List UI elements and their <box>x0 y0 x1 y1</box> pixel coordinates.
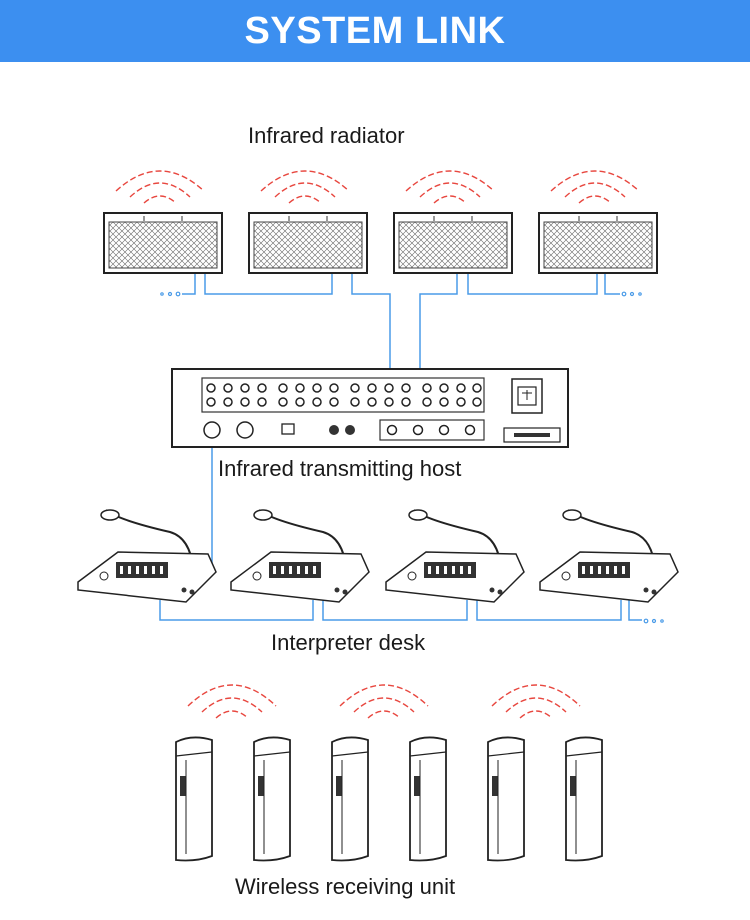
link-radiator-2-host <box>351 274 391 412</box>
signal-wave-icon <box>260 170 350 204</box>
label-interpreter-desk: Interpreter desk <box>271 630 426 655</box>
signal-wave-icon <box>115 170 205 204</box>
receiver-row <box>175 736 603 862</box>
power-socket-icon <box>511 378 543 414</box>
signal-wave-icon <box>187 684 277 719</box>
receiver-unit-icon <box>487 736 525 862</box>
infrared-radiator-icon <box>393 170 513 274</box>
receiver-unit-icon <box>565 736 603 862</box>
header-banner: SYSTEM LINK <box>0 0 750 62</box>
link-desk-3-4 <box>476 600 622 621</box>
infrared-radiator-icon <box>248 170 368 274</box>
link-desk-1-2 <box>159 600 314 621</box>
link-radiator-1 <box>182 274 196 295</box>
signal-wave-icon <box>491 684 581 719</box>
transmitting-host-icon <box>171 368 569 448</box>
receiver-signal-waves <box>187 684 581 719</box>
page-title: SYSTEM LINK <box>244 9 506 52</box>
label-transmitting-host: Infrared transmitting host <box>218 456 462 481</box>
host-connector-panel <box>206 383 482 407</box>
interpreter-desk-icon <box>385 509 525 603</box>
interpreter-desk-icon <box>77 509 217 603</box>
link-radiator-4-end <box>604 274 620 295</box>
label-wireless-receiving-unit: Wireless receiving unit <box>235 874 456 899</box>
signal-wave-icon <box>550 170 640 204</box>
receiver-unit-icon <box>331 736 369 862</box>
link-radiator-3-host <box>419 274 458 412</box>
interpreter-desk-icon <box>230 509 370 603</box>
continuation-dots <box>160 291 664 624</box>
link-desk-2-3 <box>322 600 468 621</box>
receiver-unit-icon <box>409 736 447 862</box>
connection-lines <box>159 274 642 621</box>
signal-wave-icon <box>405 170 495 204</box>
radiator-row <box>103 170 658 274</box>
signal-wave-icon <box>339 684 429 719</box>
infrared-radiator-icon <box>103 170 223 274</box>
interpreter-desk-icon <box>539 509 679 603</box>
link-desk-4-end <box>628 600 642 621</box>
link-radiator-3-4 <box>467 274 598 295</box>
receiver-unit-icon <box>253 736 291 862</box>
receiver-unit-icon <box>175 736 213 862</box>
link-radiator-1-2 <box>204 274 333 295</box>
infrared-radiator-icon <box>538 170 658 274</box>
label-infrared-radiator: Infrared radiator <box>248 123 405 148</box>
desk-row <box>77 509 679 603</box>
